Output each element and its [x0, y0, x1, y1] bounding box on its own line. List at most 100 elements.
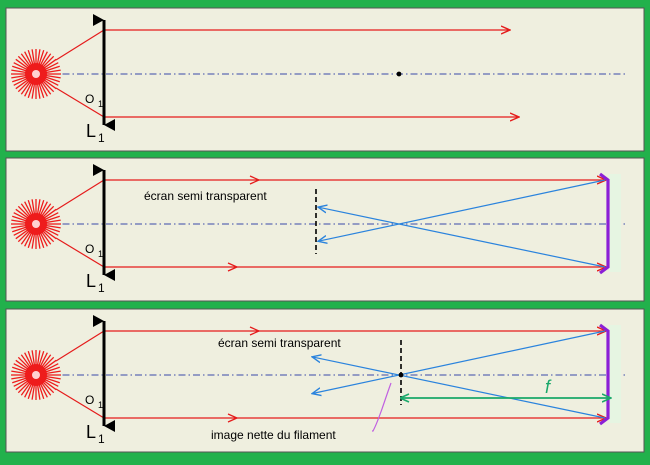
source-ray: [40, 381, 52, 396]
source-ray: [13, 62, 29, 71]
source-ray: [44, 76, 60, 83]
source-ray: [31, 49, 36, 66]
source-ray: [17, 205, 31, 219]
source-ray: [12, 226, 28, 233]
label-image: image nette du filament: [211, 428, 336, 442]
source-center: [32, 70, 40, 78]
source-ray: [43, 212, 59, 221]
source-ray: [40, 53, 52, 68]
source-ray: [15, 379, 30, 391]
source-ray: [17, 356, 31, 370]
source-ray: [12, 366, 28, 373]
source-ray: [44, 377, 60, 384]
source-ray: [44, 74, 61, 79]
source-ray: [27, 383, 34, 399]
source-ray: [11, 370, 28, 375]
label-O1-sub: 1: [98, 249, 103, 259]
focal-point: [396, 71, 402, 77]
source-ray: [39, 201, 48, 217]
source-ray: [44, 226, 60, 233]
ray-direction-bottom: [227, 413, 239, 423]
source-ray: [38, 50, 45, 66]
source-ray: [40, 80, 52, 95]
source-ray: [20, 80, 32, 95]
source-ray: [20, 354, 32, 369]
image-pointer-line: [372, 382, 392, 432]
source-ray: [38, 383, 45, 399]
source-ray: [17, 229, 31, 243]
label-O1-sub: 1: [98, 99, 103, 109]
ray-direction-bottom: [227, 262, 239, 272]
source-ray: [39, 382, 48, 398]
source-ray: [44, 215, 60, 222]
source-ray: [24, 81, 33, 97]
source-ray: [17, 380, 31, 394]
source-ray: [38, 351, 45, 367]
source-ray: [15, 359, 30, 371]
lamp-filament-icon: [11, 350, 61, 400]
source-ray: [31, 199, 36, 216]
source-ray: [44, 224, 61, 229]
source-ray: [12, 76, 28, 83]
source-center: [32, 371, 40, 379]
source-ray: [17, 55, 31, 69]
source-ray: [24, 231, 33, 247]
label-O1: O: [85, 393, 94, 407]
source-ray: [40, 203, 52, 218]
lamp-filament-icon: [11, 199, 61, 249]
ray-direction-top: [249, 326, 261, 336]
reflected-ray-bottom: [313, 357, 606, 419]
source-ray: [13, 227, 29, 236]
source-ray: [13, 363, 29, 372]
source-ray: [11, 224, 28, 229]
source-ray: [39, 51, 48, 67]
label-L1-sub: 1: [98, 281, 105, 295]
source-ray: [31, 350, 36, 367]
source-ray: [13, 212, 29, 221]
source-ray: [41, 205, 55, 219]
source-center: [32, 220, 40, 228]
reflected-ray-bottom: [319, 207, 606, 268]
source-ray: [41, 380, 55, 394]
source-ray: [13, 378, 29, 387]
source-ray: [13, 77, 29, 86]
source-ray: [20, 381, 32, 396]
source-ray: [38, 200, 45, 216]
source-ray: [20, 230, 32, 245]
source-ray: [44, 370, 61, 375]
source-ray: [44, 366, 60, 373]
source-ray: [43, 77, 59, 86]
source-ray: [27, 232, 34, 248]
ray-direction-top: [249, 175, 261, 185]
source-ray: [20, 53, 32, 68]
source-ray: [44, 219, 61, 224]
source-ray: [39, 231, 48, 247]
source-ray: [24, 382, 33, 398]
source-ray: [36, 232, 41, 249]
source-ray: [42, 359, 57, 371]
source-ray: [11, 74, 28, 79]
source-ray: [43, 62, 59, 71]
source-ray: [36, 82, 41, 99]
source-ray: [15, 78, 30, 90]
label-O1: O: [85, 242, 94, 256]
source-ray: [27, 200, 34, 216]
source-ray: [36, 350, 41, 367]
source-ray: [43, 378, 59, 387]
label-L1: L: [86, 422, 96, 442]
reflected-ray-top: [319, 179, 606, 241]
source-ray: [12, 215, 28, 222]
source-ray: [11, 375, 28, 380]
label-screen: écran semi transparent: [218, 336, 341, 350]
source-ray: [24, 201, 33, 217]
source-ray: [27, 351, 34, 367]
source-ray: [42, 78, 57, 90]
lamp-filament-icon: [11, 49, 61, 99]
filament-image-point: [398, 372, 404, 378]
concave-mirror: [599, 172, 610, 275]
source-ray: [43, 227, 59, 236]
reflected-ray-top: [313, 330, 606, 393]
